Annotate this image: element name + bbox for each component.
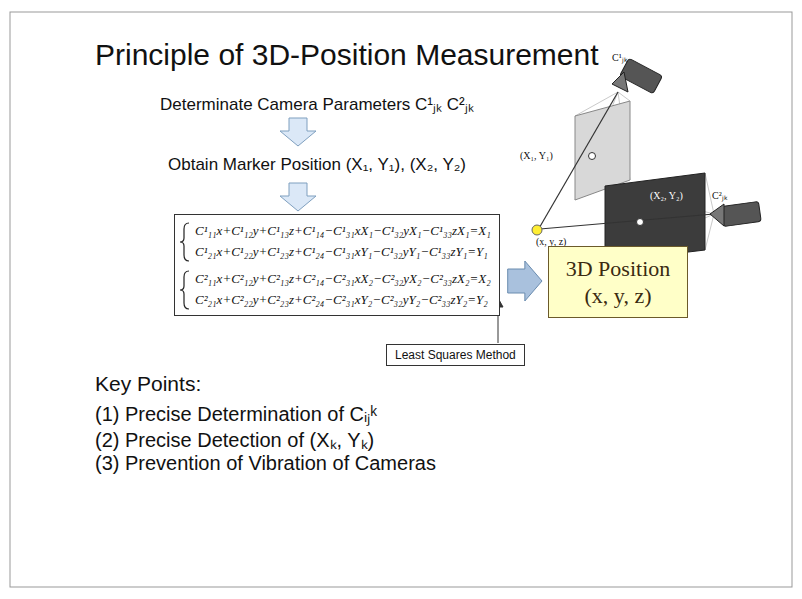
- point-label: (X₂, Y₂): [650, 190, 683, 201]
- projection-ray: [538, 92, 714, 230]
- image-point: [637, 219, 644, 226]
- brace-path: [180, 223, 189, 261]
- marker-point: [532, 225, 542, 235]
- camera-view-lines: [575, 92, 714, 262]
- node-text: C¹₁₁x+C¹₁₂y+C¹₁₃z+C¹₁₄−C¹₃₁xX₁−C¹₃₂yX₁−C…: [195, 220, 491, 241]
- result-box: 3D Position (x, y, z): [548, 246, 688, 318]
- camera-symbol: [710, 201, 761, 226]
- section-heading: Key Points:: [95, 372, 201, 396]
- node-text: Least Squares Method: [395, 347, 516, 363]
- node-text: C¹₂₁x+C¹₂₂y+C¹₂₃z+C¹₂₄−C¹₃₁xY₁−C¹₃₂yY₁−C…: [195, 241, 491, 262]
- camera-symbol: [612, 58, 662, 93]
- slide-title: Principle of 3D-Position Measurement: [95, 38, 599, 72]
- brace-path: [180, 271, 189, 309]
- slide-frame: [10, 12, 792, 587]
- method-box: Least Squares Method: [386, 344, 525, 366]
- block-arrow: [508, 261, 542, 301]
- node-text: 3D Position (x, y, z): [559, 255, 677, 309]
- node-text: C²₁₁x+C²₁₂y+C²₁₃z+C²₁₄−C²₃₁xX₂−C²₃₂yX₂−C…: [195, 268, 491, 289]
- key-point: (1) Precise Determination of Cᵢⱼᵏ: [95, 400, 377, 427]
- equation-box: C¹₁₁x+C¹₁₂y+C¹₁₃z+C¹₁₄−C¹₃₁xX₁−C¹₃₂yX₁−C…: [174, 214, 500, 316]
- step-text: Obtain Marker Position (X₁, Y₁), (X₂, Y₂…: [168, 155, 466, 175]
- step-text: Determinate Camera Parameters C¹ⱼₖ C²ⱼₖ: [160, 92, 474, 115]
- image-point: [589, 153, 596, 160]
- camera-label: C²ⱼₖ: [712, 188, 727, 202]
- camera-label: C¹ⱼₖ: [612, 50, 627, 64]
- key-point: (3) Prevention of Vibration of Cameras: [95, 452, 436, 475]
- key-point: (2) Precise Detection of (Xₖ, Yₖ): [95, 426, 374, 453]
- point-label: (X₁, Y₁): [520, 150, 553, 161]
- node-text: C²₂₁x+C²₂₂y+C²₂₃z+C²₂₄−C²₃₁xY₂−C²₃₂yY₂−C…: [195, 289, 491, 310]
